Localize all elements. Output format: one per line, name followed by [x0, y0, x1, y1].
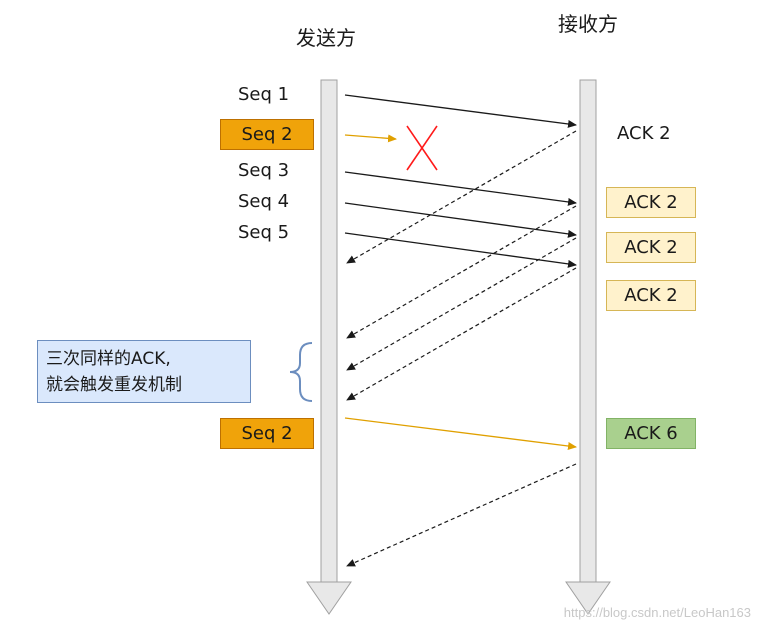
note-line-1: 三次同样的ACK, — [46, 349, 171, 369]
ack-arrow-3 — [346, 237, 577, 371]
arrow-seq2-lost — [344, 134, 397, 143]
arrow-seq4 — [344, 202, 577, 238]
ack6-box: ACK 6 — [606, 418, 696, 449]
seq2-lost-box: Seq 2 — [220, 119, 314, 150]
watermark: https://blog.csdn.net/LeoHan163 — [563, 605, 751, 620]
note-line-2: 就会触发重发机制 — [46, 375, 182, 395]
curly-brace-icon — [289, 342, 313, 402]
arrow-seq5 — [344, 232, 577, 268]
dup-ack-box-3: ACK 2 — [606, 280, 696, 311]
seq5-label: Seq 5 — [238, 222, 290, 243]
receiver-header: 接收方 — [558, 12, 618, 36]
arrow-seq1 — [344, 94, 577, 128]
receiver-timeline — [565, 79, 611, 615]
ack-arrow-5 — [346, 463, 577, 567]
sender-header: 发送方 — [296, 26, 356, 50]
ack-arrow-1 — [346, 130, 577, 264]
arrow-seq3 — [344, 171, 577, 206]
arrow-retransmit-seq2 — [344, 417, 577, 450]
seq2-retransmit-box: Seq 2 — [220, 418, 314, 449]
seq1-label: Seq 1 — [238, 84, 290, 105]
dup-ack-box-2: ACK 2 — [606, 232, 696, 263]
seq4-label: Seq 4 — [238, 191, 290, 212]
lost-packet-x-icon — [406, 125, 438, 171]
ack-arrow-2 — [346, 205, 577, 339]
ack-arrow-4 — [346, 267, 577, 401]
triple-ack-note: 三次同样的ACK, 就会触发重发机制 — [37, 340, 251, 403]
ack2-first-label: ACK 2 — [617, 123, 671, 144]
dup-ack-box-1: ACK 2 — [606, 187, 696, 218]
sender-timeline — [306, 79, 352, 615]
seq3-label: Seq 3 — [238, 160, 290, 181]
